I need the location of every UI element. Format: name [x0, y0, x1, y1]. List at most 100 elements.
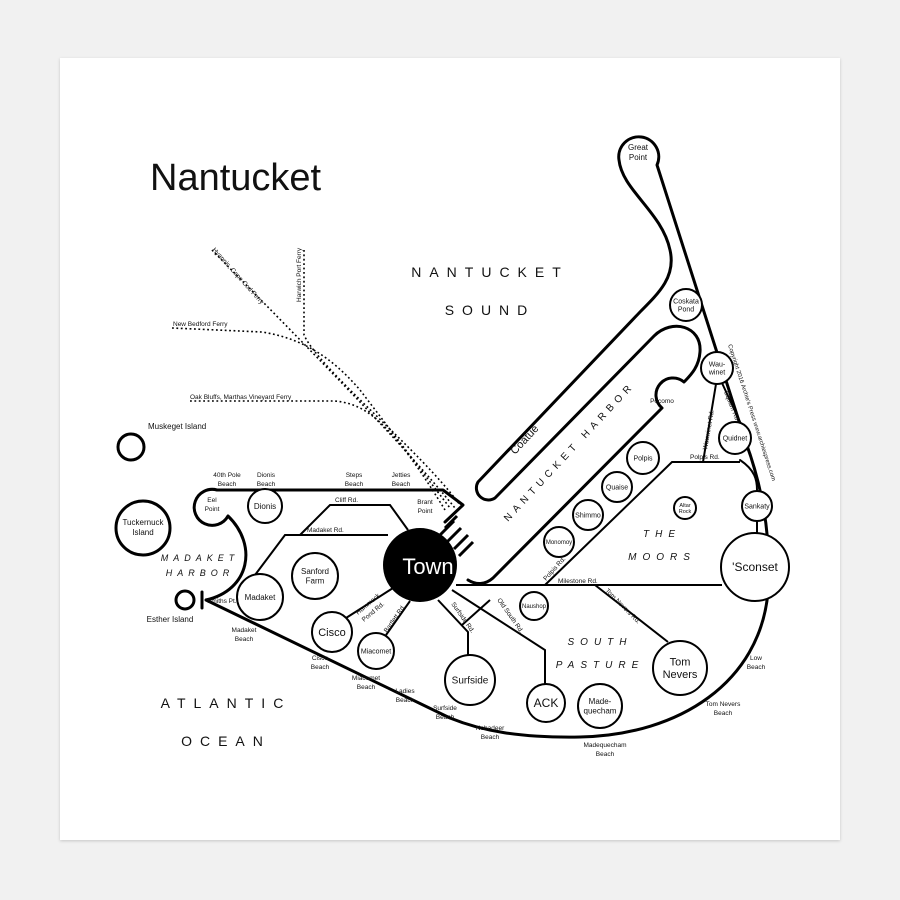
stop-sconset[interactable]: 'Sconset	[720, 532, 790, 602]
stop-brant-point[interactable]: Brant Point	[417, 499, 433, 515]
stop-quidnet[interactable]: Quidnet	[718, 421, 752, 455]
stop-madequecham[interactable]: Made-quecham	[577, 683, 623, 729]
stop-monomoy[interactable]: Monomoy	[543, 526, 575, 558]
beach-label: Low	[750, 655, 762, 662]
road-label-madaket: Madaket Rd.	[307, 527, 344, 534]
beach-label: Beach	[596, 751, 615, 758]
road-label-wauwinet: Wauwinet Rd.	[702, 409, 716, 450]
region-label-south-pasture-2: PASTURE	[556, 660, 645, 671]
water-label-sound-2: SOUND	[445, 302, 536, 318]
stop-label: Brant	[417, 499, 433, 506]
stop-label: Polpis	[633, 455, 653, 462]
stop-circle	[236, 573, 284, 621]
stop-dionis[interactable]: Dionis	[247, 488, 283, 524]
island-coastline	[192, 135, 771, 739]
beach-label: Beach	[396, 697, 415, 704]
beach-label: Ladies	[395, 688, 415, 695]
stop-polpis[interactable]: Polpis	[626, 441, 660, 475]
island-tuckernuck[interactable]	[114, 499, 172, 557]
road-bartlett	[385, 600, 411, 636]
beach-label: Miacomet	[352, 675, 380, 682]
road-madaket	[254, 534, 388, 576]
stop-label: Quidnet	[723, 435, 748, 442]
island-esther[interactable]	[174, 589, 196, 611]
stop-label: Nevers	[663, 669, 698, 681]
ferry-label-hyannis: Hyannis, Cape Cod Ferry	[211, 247, 266, 307]
region-label-moors-1: THE	[643, 529, 681, 540]
beach-label: Beach	[357, 684, 376, 691]
road-hummock-pond	[345, 587, 394, 619]
beach-label: Beach	[218, 481, 237, 488]
stop-naushop[interactable]: Naushop	[519, 591, 549, 621]
stop-wauwinet[interactable]: Wau-winet	[700, 351, 734, 385]
stop-label: Farm	[306, 576, 325, 585]
stop-label: Point	[418, 508, 433, 515]
stop-label: Made-	[589, 697, 612, 706]
beach-label: Beach	[235, 636, 254, 643]
stop-surfside[interactable]: Surfside	[444, 654, 496, 706]
road-label-surfside: Surfside Rd.	[449, 601, 475, 634]
road-cliff	[299, 504, 409, 536]
stop-circle	[543, 526, 575, 558]
stop-pocomo[interactable]: Pocomo	[650, 398, 674, 405]
beach-label: Beach	[257, 481, 276, 488]
beach-label: 40th Pole	[213, 472, 241, 479]
stop-circle	[357, 632, 395, 670]
stop-label: ACK	[534, 696, 559, 710]
stop-shimmo[interactable]: Shimmo	[572, 499, 604, 531]
stop-eel-point[interactable]: Eel Point	[205, 497, 220, 513]
beach-label: Tom Nevers	[706, 701, 741, 708]
stop-sankaty[interactable]: Sankaty	[741, 490, 773, 522]
road-label-polpis-upper: Polpis Rd.	[690, 454, 720, 461]
stop-circle	[291, 552, 339, 600]
ferry-route-harwich	[303, 250, 461, 506]
stop-ack[interactable]: ACK	[526, 683, 566, 723]
place-label-smiths-point: Smiths Pt.	[207, 598, 237, 605]
stop-label: Rock	[679, 509, 692, 515]
road-surfside	[437, 599, 469, 656]
stop-town[interactable]: Town	[383, 528, 457, 602]
stop-great-point[interactable]: Great Point	[628, 143, 649, 162]
road-label-tom-nevers: Tom Nevers Rd.	[604, 587, 642, 625]
stop-label: Sankaty	[744, 503, 770, 510]
water-label-atlantic-1: ATLANTIC	[161, 695, 292, 711]
stop-label: Monomoy	[546, 540, 572, 546]
beach-label: Beach	[481, 734, 500, 741]
beach-label: Beach	[345, 481, 364, 488]
stop-circle	[652, 640, 708, 696]
stop-circle	[577, 683, 623, 729]
map-print	[60, 58, 840, 840]
stop-label: Wau-	[709, 361, 726, 368]
stop-miacomet[interactable]: Miacomet	[357, 632, 395, 670]
water-label-atlantic-2: OCEAN	[181, 733, 271, 749]
beach-label: Surfside	[433, 705, 457, 712]
stop-madaket[interactable]: Madaket	[236, 573, 284, 621]
ferry-label-new-bedford: New Bedford Ferry	[173, 321, 228, 328]
stop-cisco[interactable]: Cisco	[311, 611, 353, 653]
stop-label: Coskata	[673, 298, 699, 305]
stop-circle	[741, 490, 773, 522]
region-label-coatue: Coatue	[508, 423, 541, 457]
island-label-tuckernuck-1: Tuckernuck	[122, 518, 164, 527]
stop-circle	[601, 471, 633, 503]
stop-quaise[interactable]: Quaise	[601, 471, 633, 503]
town-wharves	[438, 514, 475, 558]
island-label-esther: Esther Island	[147, 615, 194, 624]
road-wauwinet	[702, 383, 717, 463]
stop-label-town: Town	[402, 554, 453, 579]
beach-label: Beach	[392, 481, 411, 488]
island-muskeget[interactable]	[116, 432, 146, 462]
stop-label: Point	[629, 153, 648, 162]
stop-label: Great	[628, 143, 649, 152]
beach-label: Steps	[346, 472, 363, 479]
stop-circle	[526, 683, 566, 723]
